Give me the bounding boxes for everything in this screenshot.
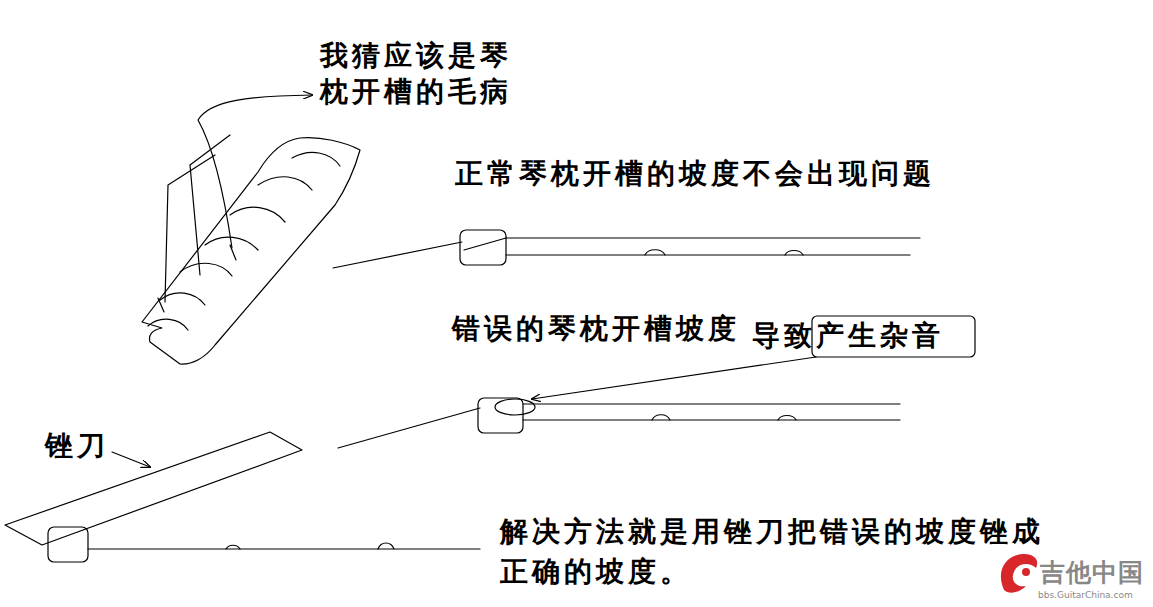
- caption-text: 错误的琴枕开槽坡度: [452, 311, 782, 347]
- string-line: [338, 408, 480, 448]
- solution-text: 解决方法就是用锉刀把错误的坡度锉成 正确的坡度。: [500, 512, 1075, 592]
- neck-line: [523, 419, 900, 420]
- fret: [785, 251, 803, 256]
- part-name: 锉刀: [45, 428, 135, 464]
- neck-line: [506, 237, 920, 238]
- leader-line: [112, 452, 150, 467]
- leader-line: [190, 135, 230, 275]
- note-text: 我猜应该是琴 枕开槽的毛病: [320, 38, 535, 110]
- watermark: 吉他中国: [1040, 555, 1150, 591]
- fret: [226, 545, 240, 549]
- nut-slot: [180, 263, 232, 276]
- nut-slot: [148, 319, 188, 330]
- nut-slot: [258, 177, 312, 190]
- nut-sketch: [142, 138, 360, 364]
- nut-block: [460, 230, 506, 265]
- problem-circle: [495, 399, 535, 415]
- caption-text: 导致产生杂音: [752, 318, 1002, 354]
- fret: [652, 415, 670, 420]
- string-line: [333, 242, 462, 268]
- leader-line: [158, 298, 164, 312]
- slot-slope: [464, 238, 506, 250]
- neck-line: [88, 548, 480, 549]
- nut-slot: [160, 293, 205, 305]
- pointer-arrow: [532, 357, 816, 399]
- caption-text: 正常琴枕开槽的坡度不会出现问题: [455, 156, 1015, 192]
- nut-block: [48, 527, 88, 562]
- neck-line: [506, 254, 910, 255]
- leader-line: [198, 95, 312, 248]
- watermark-logo: [1001, 554, 1037, 593]
- fret: [378, 543, 394, 549]
- leader-line: [165, 155, 215, 302]
- neck-line: [523, 403, 900, 404]
- watermark-url: bbs.GuitarChina.com: [1038, 589, 1150, 601]
- leader-line: [230, 245, 236, 260]
- fret: [645, 250, 665, 255]
- fret: [778, 416, 796, 421]
- nut-slot: [292, 152, 340, 166]
- nut-slot: [230, 207, 285, 222]
